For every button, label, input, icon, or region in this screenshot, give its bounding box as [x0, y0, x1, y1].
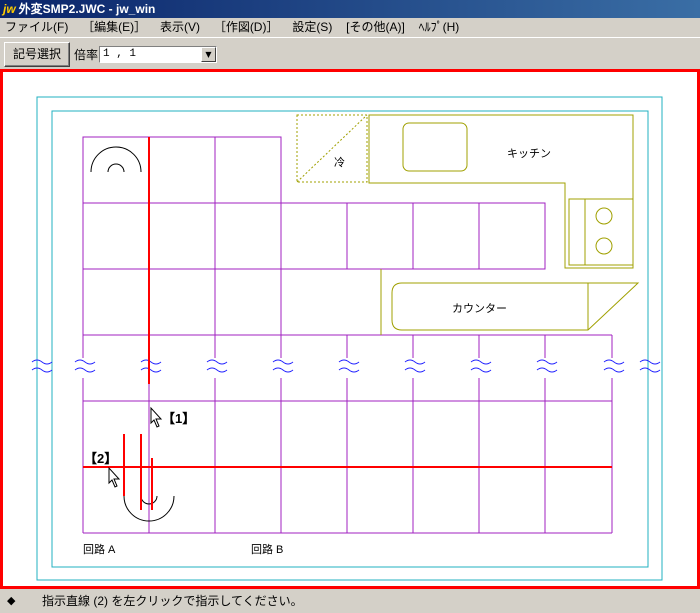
menu-file[interactable]: ファイル(F) — [5, 20, 69, 34]
inner-border — [51, 110, 649, 568]
marker-1: 【1】 — [162, 411, 195, 426]
menu-draw[interactable]: ［作図(D)］ — [213, 20, 279, 34]
scale-value: 1 , 1 — [103, 48, 137, 60]
menu-edit[interactable]: ［編集(E)］ — [82, 20, 147, 34]
toolbar: 記号選択 倍率 1 , 1 ▼ — [0, 38, 700, 69]
refrigerator-label: 冷 — [334, 156, 345, 169]
selected-lines[interactable] — [83, 137, 612, 510]
outer-border — [36, 96, 663, 581]
menu-help[interactable]: ﾍﾙﾌﾟ(H) — [418, 20, 460, 34]
status-bar: ◆ 指示直線 (2) を左クリックで指示してください。 — [0, 589, 700, 613]
cad-drawing[interactable]: 冷 キッチン カウンター 【1】 【2】 回路 A 回路 B — [0, 69, 700, 589]
chevron-down-icon[interactable]: ▼ — [201, 47, 216, 62]
mouse-cursor-icon — [108, 406, 163, 488]
marker-2: 【2】 — [84, 451, 117, 466]
circuit-a-label: 回路 A — [83, 543, 116, 556]
menu-settings[interactable]: 設定(S) — [292, 20, 333, 34]
diamond-icon: ◆ — [7, 595, 16, 607]
scale-label: 倍率 — [74, 48, 99, 62]
floor-grid — [82, 136, 613, 534]
menu-bar: ファイル(F) ［編集(E)］ 表示(V) ［作図(D)］ 設定(S) [その他… — [0, 18, 700, 38]
circuit-b-label: 回路 B — [251, 543, 283, 556]
window-title: 外変SMP2.JWC - jw_win — [18, 2, 156, 16]
status-message: 指示直線 (2) を左クリックで指示してください。 — [42, 594, 303, 608]
scale-dropdown[interactable]: 1 , 1 ▼ — [99, 46, 217, 63]
menu-other[interactable]: [その他(A)] — [346, 20, 405, 34]
kitchen-fixtures — [296, 114, 640, 335]
menu-view[interactable]: 表示(V) — [159, 20, 200, 34]
drawing-canvas[interactable]: 冷 キッチン カウンター 【1】 【2】 回路 A 回路 B — [0, 69, 700, 589]
break-symbols — [31, 359, 661, 373]
kitchen-label: キッチン — [507, 147, 551, 160]
counter-label: カウンター — [452, 302, 507, 315]
app-logo-icon: jw — [3, 2, 16, 16]
symbol-select-button[interactable]: 記号選択 — [4, 42, 70, 67]
